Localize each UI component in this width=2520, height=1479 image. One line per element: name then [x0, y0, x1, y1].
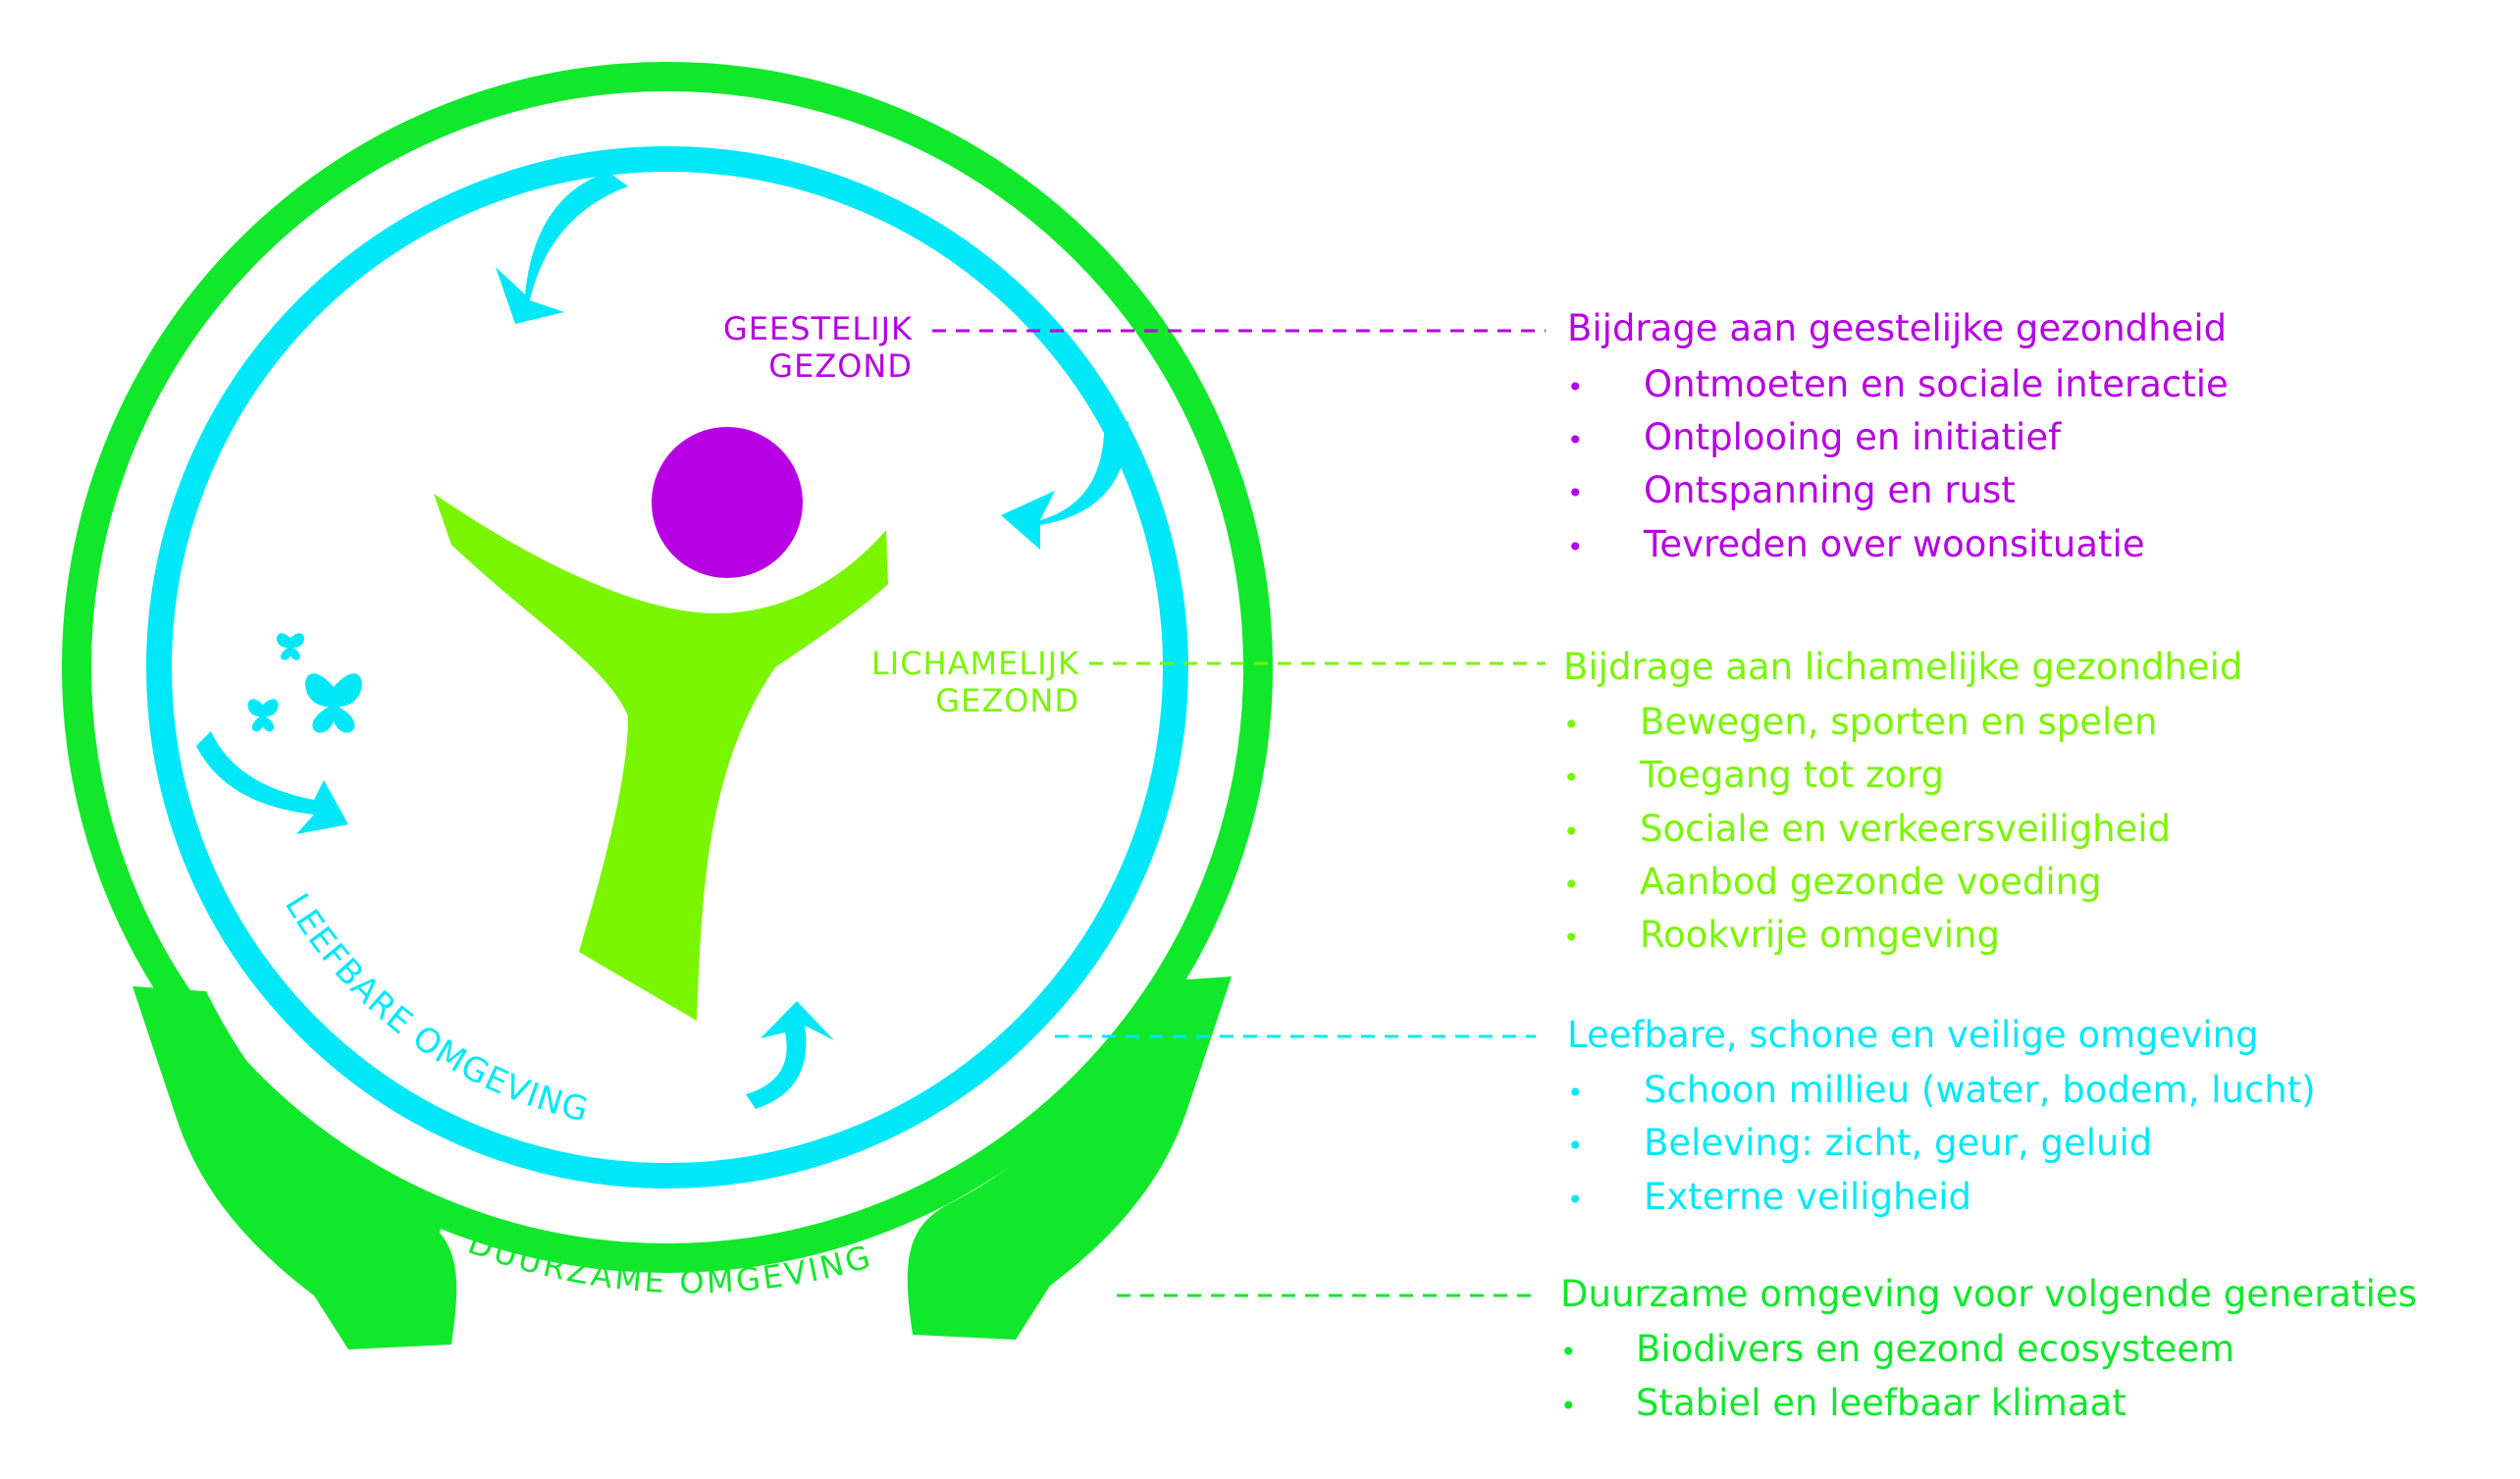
- bullet-icon: •: [1563, 816, 1580, 848]
- section-heading: Bijdrage aan lichamelijke gezondheid: [1563, 646, 2243, 688]
- mental-tag-line1: GEESTELIJK: [723, 310, 913, 347]
- bullet-icon: •: [1567, 424, 1584, 456]
- cycle-arrow-icon: [196, 172, 1129, 1109]
- physical-tag-line1: LICHAMELIJK: [870, 645, 1079, 682]
- bullet-icon: •: [1560, 1390, 1577, 1422]
- butterfly-icon: [247, 633, 362, 733]
- bullet-icon: •: [1567, 1184, 1584, 1216]
- person-icon: [434, 427, 888, 1021]
- bullet-icon: •: [1563, 922, 1580, 954]
- bullet-icon: •: [1567, 371, 1584, 403]
- hands-icon: [132, 977, 1232, 1349]
- outer-ring: [62, 62, 1273, 1273]
- list-item: Ontmoeten en sociale interactie: [1644, 363, 2229, 405]
- list-item: Biodivers en gezond ecosysteem: [1636, 1328, 2235, 1370]
- list-item: Sociale en verkeersveiligheid: [1640, 808, 2172, 850]
- bullet-icon: •: [1560, 1336, 1577, 1368]
- list-item: Externe veiligheid: [1644, 1176, 1972, 1218]
- bullet-icon: •: [1567, 1077, 1584, 1109]
- list-item: Toegang tot zorg: [1640, 754, 1945, 796]
- bullet-icon: •: [1563, 869, 1580, 901]
- section-heading: Bijdrage aan geestelijke gezondheid: [1567, 307, 2228, 349]
- mental-health-tag: GEESTELIJK GEZOND: [648, 310, 913, 385]
- list-item: Aanbod gezonde voeding: [1640, 861, 2102, 903]
- physical-tag-line2: GEZOND: [935, 682, 1079, 719]
- inner-ring: [146, 146, 1188, 1188]
- list-item: Beleving: zicht, geur, geluid: [1644, 1122, 2153, 1164]
- bullet-icon: •: [1567, 531, 1584, 563]
- list-item: Schoon millieu (water, bodem, lucht): [1644, 1069, 2316, 1111]
- section-heading: Leefbare, schone en veilige omgeving: [1567, 1014, 2259, 1056]
- list-item: Ontplooing en initiatief: [1644, 416, 2062, 458]
- list-item: Tevreden over woonsituatie: [1644, 523, 2145, 565]
- list-item: Stabiel en leefbaar klimaat: [1636, 1382, 2126, 1424]
- physical-health-tag: LICHAMELIJK GEZOND: [805, 645, 1079, 719]
- ring-inner-label: LEEFBARE OMGEVING: [277, 887, 593, 1131]
- list-item: Ontspanning en rust: [1644, 469, 2016, 511]
- mental-tag-line2: GEZOND: [768, 347, 913, 385]
- bullet-icon: •: [1567, 477, 1584, 509]
- bullet-icon: •: [1563, 762, 1580, 794]
- bullet-icon: •: [1563, 709, 1580, 741]
- section-heading: Duurzame omgeving voor volgende generati…: [1560, 1273, 2417, 1315]
- list-item: Rookvrije omgeving: [1640, 914, 2000, 956]
- bullet-icon: •: [1567, 1130, 1584, 1162]
- list-item: Bewegen, sporten en spelen: [1640, 701, 2158, 743]
